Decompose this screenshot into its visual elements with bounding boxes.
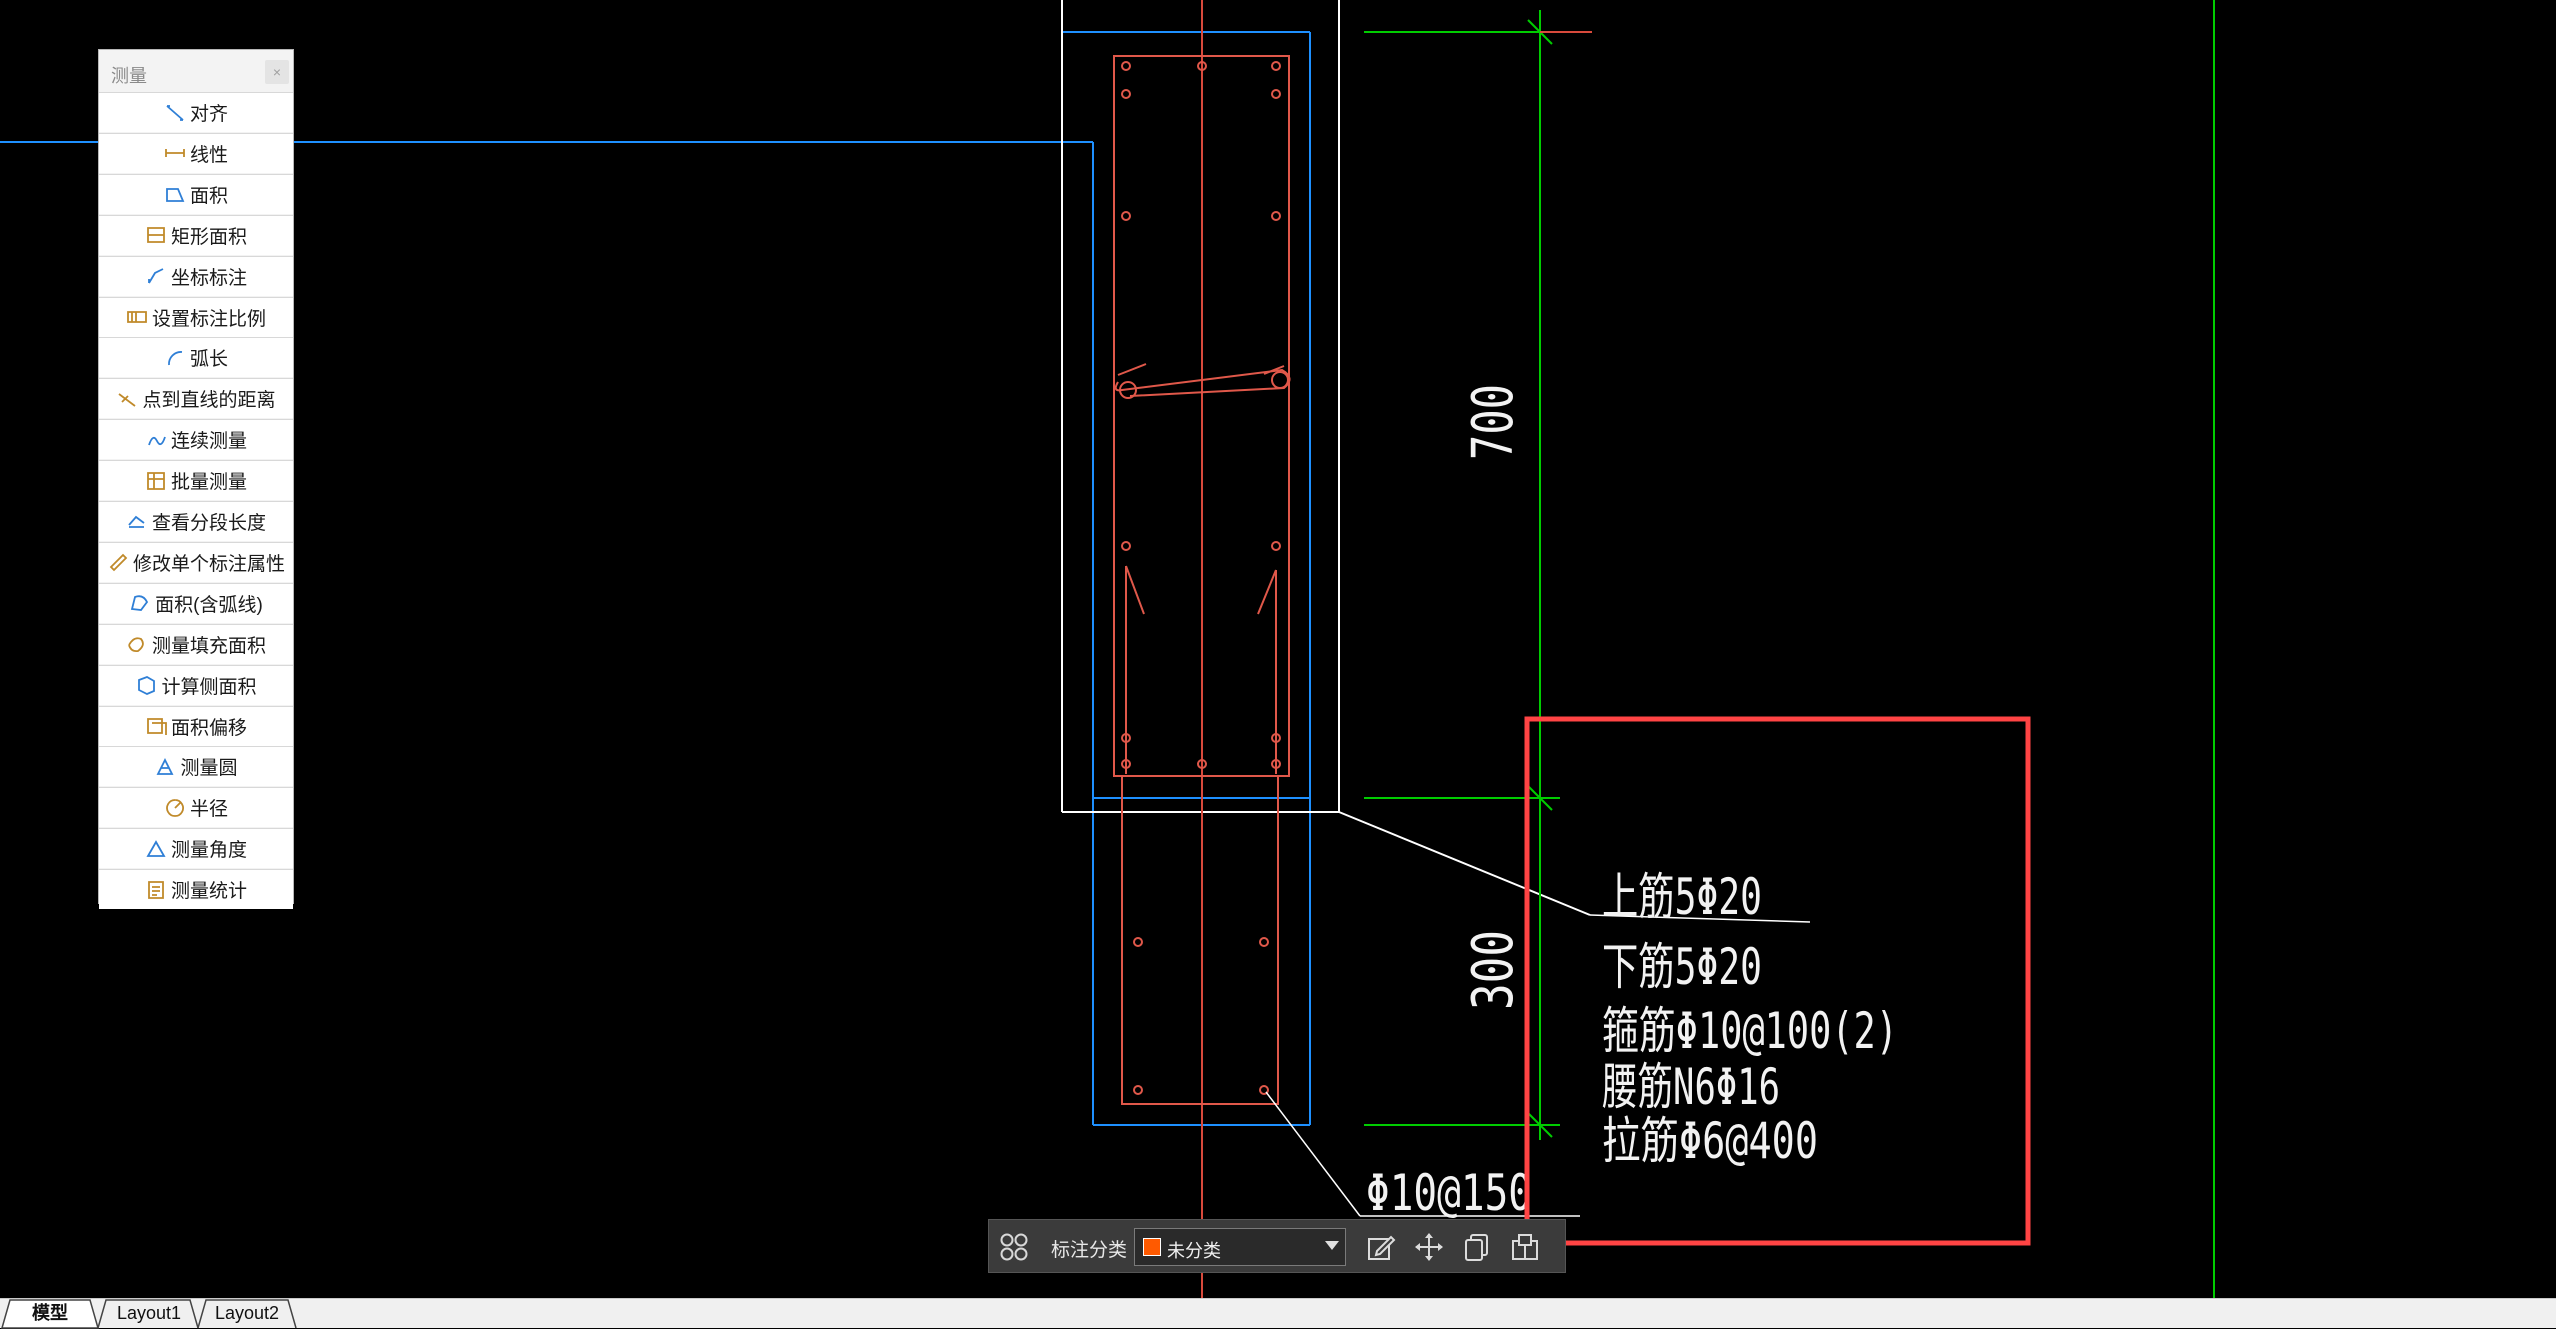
paste-icon[interactable] (1509, 1231, 1541, 1263)
measure-tool-label: 半径 (189, 799, 228, 821)
continuous-measure-icon (148, 436, 166, 445)
area-offset-icon (147, 718, 167, 735)
coordinate-icon (148, 268, 164, 284)
tab-layout1[interactable]: Layout1 (116, 1303, 182, 1323)
linear-dimension-icon (165, 149, 185, 158)
measure-tool-label: 批量测量 (170, 472, 247, 494)
drawing-canvas[interactable]: 700 300 上筋5Φ20 下筋5Φ20 箍筋Φ10@100(2) 腰筋N6Φ… (0, 0, 2556, 1298)
batch-measure-icon (147, 471, 165, 490)
side-area-icon (138, 676, 156, 696)
measure-tool-item[interactable]: 坐标标注 (99, 255, 293, 296)
measure-tool-item[interactable]: 批量测量 (99, 460, 293, 501)
measure-tool-label: 计算侧面积 (161, 676, 257, 698)
statistics-icon (148, 880, 164, 899)
note-tie-bar: 拉筋Φ6@400 (1602, 1112, 1818, 1170)
area-arc-icon (131, 595, 149, 612)
rebar-cage (1113, 55, 1291, 1105)
measure-tool-label: 面积(含弧线) (155, 594, 263, 616)
rectangle-area-icon (147, 227, 165, 244)
measure-tool-item[interactable]: 测量圆 (99, 746, 293, 787)
measure-tool-item[interactable]: 设置标注比例 (99, 296, 293, 337)
arc-length-icon (168, 350, 183, 365)
measure-tool-item[interactable]: 面积 (99, 173, 293, 214)
edit-icon[interactable] (1365, 1231, 1397, 1263)
measure-tool-item[interactable]: 半径 (99, 787, 293, 828)
grid-icon[interactable] (999, 1232, 1029, 1262)
dim-text-300: 300 (1461, 930, 1526, 1010)
measure-tool-label: 查看分段长度 (151, 513, 266, 534)
measure-tool-label: 连续测量 (170, 431, 247, 453)
measure-tool-label: 测量圆 (180, 758, 238, 780)
area-icon (166, 188, 185, 203)
measure-tool-label: 测量填充面积 (151, 635, 266, 657)
chevron-down-icon[interactable] (1325, 1241, 1339, 1250)
annotation-category-value: 未分类 (1167, 1241, 1221, 1261)
measure-tool-label: 弧长 (189, 349, 228, 371)
measure-panel-title: 测量 (111, 66, 147, 86)
dim-text-700: 700 (1461, 384, 1526, 460)
rebar-dots (1119, 61, 1289, 1095)
segment-length-icon (128, 515, 145, 528)
cad-drawing[interactable]: 700 300 上筋5Φ20 下筋5Φ20 箍筋Φ10@100(2) 腰筋N6Φ… (0, 0, 2556, 1298)
annotation-category-select[interactable]: 未分类 (1134, 1228, 1346, 1266)
scale-icon (127, 311, 147, 323)
measure-tool-item[interactable]: 测量填充面积 (99, 623, 293, 664)
measure-tool-item[interactable]: 测量角度 (99, 828, 293, 869)
move-icon[interactable] (1413, 1231, 1445, 1263)
layout-tab-bar: 模型 Layout1 Layout2 (0, 1298, 2556, 1329)
measure-tool-item[interactable]: 测量统计 (99, 869, 293, 910)
measure-tool-item[interactable]: 面积偏移 (99, 705, 293, 746)
measure-panel-header[interactable]: 测量 × (99, 50, 293, 92)
measure-tool-item[interactable]: 修改单个标注属性 (99, 541, 293, 582)
measure-tool-item[interactable]: 连续测量 (99, 419, 293, 460)
tab-model[interactable]: 模型 (32, 1303, 68, 1323)
annotation-category-label: 标注分类 (1051, 1240, 1128, 1261)
beam-outline (1061, 0, 1591, 916)
align-dimension-icon (166, 104, 184, 121)
note-top-bar: 上筋5Φ20 (1602, 868, 1762, 926)
dimension-lines (1364, 0, 2215, 1298)
circle-measure-icon (157, 757, 174, 775)
point-line-distance-icon (118, 393, 137, 407)
copy-icon[interactable] (1461, 1231, 1493, 1263)
angle-icon (146, 839, 166, 857)
measure-tool-label: 面积偏移 (170, 717, 247, 739)
measure-tool-item[interactable]: 计算侧面积 (99, 664, 293, 705)
note-stirrup: 箍筋Φ10@100(2) (1602, 1002, 1898, 1060)
fill-area-icon (128, 637, 144, 653)
category-color-swatch (1143, 1238, 1161, 1256)
measure-tool-item[interactable]: 点到直线的距离 (99, 378, 293, 419)
note-slab-bar: Φ10@150 (1366, 1164, 1532, 1222)
measure-tool-item[interactable]: 查看分段长度 (99, 501, 293, 541)
edit-dimension-icon (109, 554, 128, 572)
measure-tool-item[interactable]: 弧长 (99, 337, 293, 378)
radius-icon (166, 798, 184, 817)
measure-tool-label: 面积 (189, 185, 228, 207)
measure-tool-label: 线性 (189, 144, 228, 166)
measure-tool-item[interactable]: 矩形面积 (99, 214, 293, 255)
close-button[interactable]: × (265, 60, 289, 84)
note-bottom-bar: 下筋5Φ20 (1602, 938, 1762, 996)
annotation-toolbar: 标注分类 未分类 (988, 1219, 1566, 1273)
note-waist-bar: 腰筋N6Φ16 (1602, 1058, 1780, 1116)
measure-tool-label: 设置标注比例 (151, 308, 266, 330)
slab-leader (1265, 914, 1811, 1217)
measure-tool-label: 修改单个标注属性 (132, 553, 285, 575)
measure-panel[interactable]: 测量 × 对齐线性面积矩形面积坐标标注设置标注比例弧长点到直线的距离连续测量批量… (98, 49, 294, 910)
measure-tool-label: 对齐 (189, 104, 228, 125)
measure-tool-item[interactable]: 对齐 (99, 92, 293, 132)
tab-layout2[interactable]: Layout2 (214, 1303, 280, 1323)
measure-tool-label: 点到直线的距离 (142, 390, 276, 412)
measure-tool-label: 测量统计 (170, 881, 247, 903)
measure-tool-label: 坐标标注 (170, 267, 247, 289)
measure-tool-item[interactable]: 线性 (99, 132, 293, 173)
highlight-box (1524, 716, 2031, 1246)
measure-tool-label: 测量角度 (170, 840, 247, 862)
tab-shapes (1, 1299, 297, 1329)
measure-tool-item[interactable]: 面积(含弧线) (99, 582, 293, 623)
measure-tool-label: 矩形面积 (170, 226, 247, 248)
